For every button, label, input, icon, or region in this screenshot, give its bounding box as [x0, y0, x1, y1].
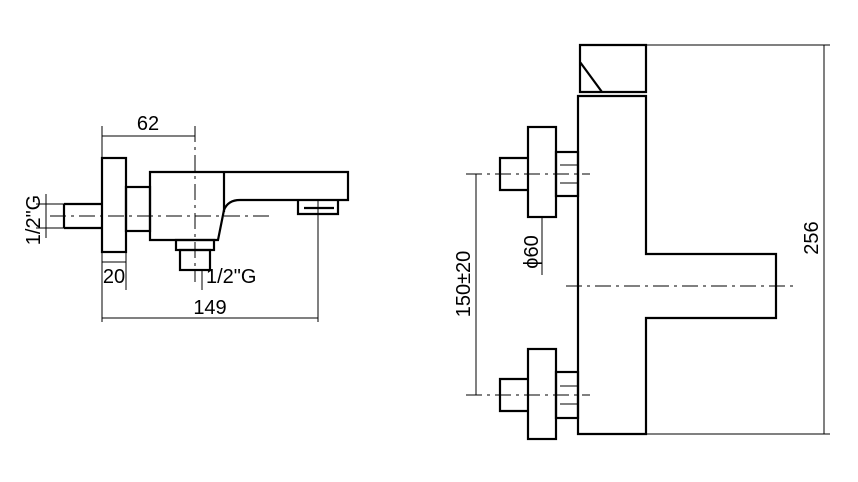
dim-front-inlet-spacing: 150±20 — [453, 251, 475, 318]
dim-side-flange-thickness: 20 — [103, 266, 125, 288]
side-view: 62 1/2"G 20 1/2"G 149 — [23, 113, 350, 322]
dim-front-flange-diameter: ϕ60 — [521, 235, 543, 268]
side-connector-nut — [124, 185, 152, 233]
front-upper-flange — [526, 125, 558, 219]
dim-side-inlet-thread: 1/2"G — [23, 195, 45, 245]
front-handle-cap — [578, 43, 648, 94]
dim-side-outlet-thread: 1/2"G — [206, 266, 256, 288]
front-view: 150±20 ϕ60 256 — [453, 43, 830, 441]
side-body-spout — [148, 170, 350, 242]
dim-front-overall-height: 256 — [801, 221, 823, 254]
dim-side-top-width: 62 — [137, 113, 159, 135]
front-body — [576, 94, 778, 436]
front-lower-flange — [526, 347, 558, 441]
side-flange — [100, 156, 128, 254]
dim-side-overall-length: 149 — [193, 297, 226, 319]
